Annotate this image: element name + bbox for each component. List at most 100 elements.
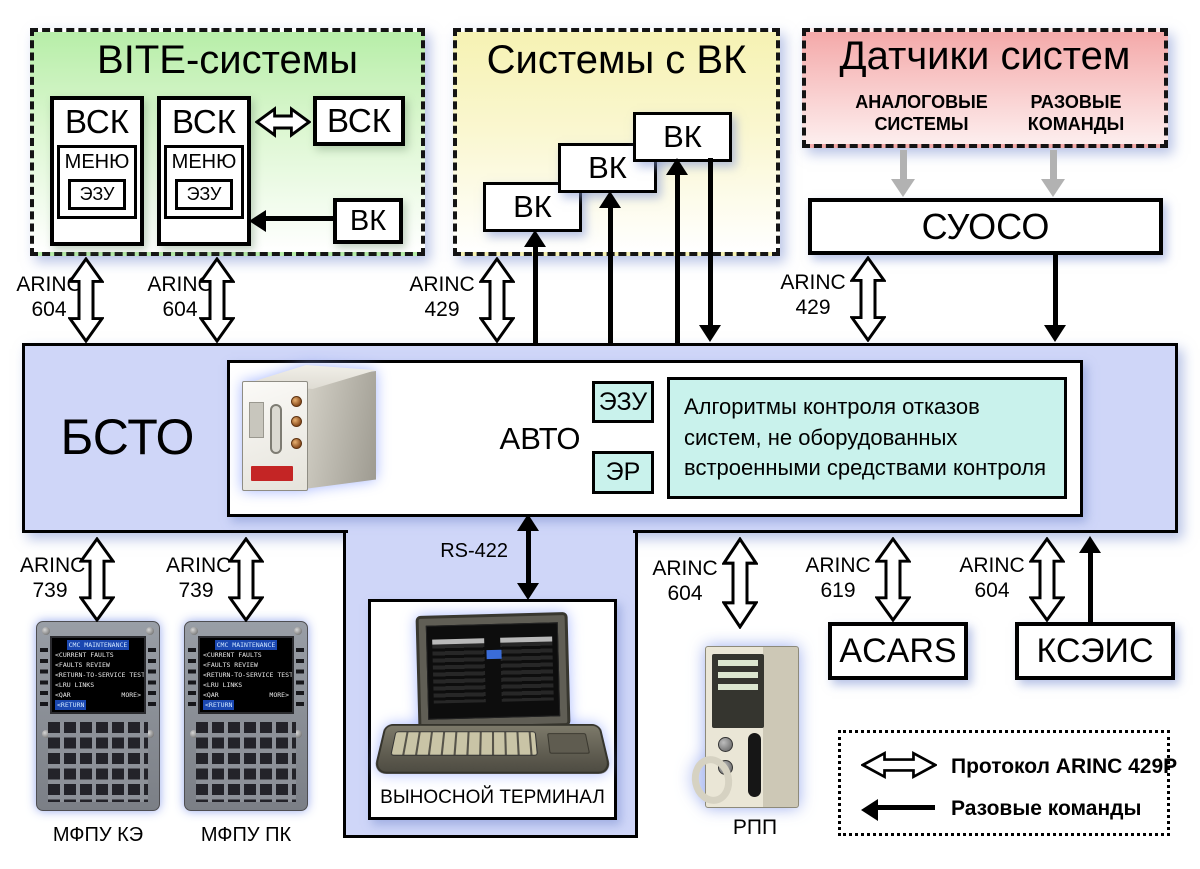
mcdu-screen-title: CMC MAINTENANCE	[214, 640, 278, 651]
arinc-739-label: ARINC 739	[20, 554, 86, 603]
menu-box: МЕНЮ ЭЗУ	[164, 144, 244, 219]
rs-422-label: RS-422	[440, 540, 508, 562]
rpp-knob	[718, 737, 733, 752]
discrete-arrowhead-icon	[666, 158, 688, 175]
discrete-commands-label: РАЗОВЫЕ КОМАНДЫ	[1027, 92, 1125, 134]
laptop-base	[373, 724, 612, 774]
terminal-box: ВЫНОСНОЙ ТЕРМИНАЛ	[368, 599, 617, 820]
avto-label: АВТО	[499, 421, 581, 456]
screw-icon	[146, 627, 154, 635]
mcdu-menu-line: <LRU LINKS	[55, 681, 95, 690]
discrete-arrowhead-icon	[1044, 325, 1066, 342]
screw-icon	[42, 627, 50, 635]
bite-title: BITE-системы	[97, 38, 358, 82]
gray-line	[1050, 150, 1057, 182]
mcdu-screen-title: CMC MAINTENANCE	[66, 640, 130, 651]
avto-device-image	[240, 365, 380, 497]
laptop-keyboard	[390, 731, 538, 756]
mcdu-menu-line: <CURRENT FAULTS	[55, 651, 114, 660]
menu-label: МЕНЮ	[171, 150, 237, 173]
bsto-title: БСТО	[60, 409, 195, 465]
er-box: ЭР	[592, 451, 654, 494]
arinc-double-arrow-icon	[875, 537, 911, 622]
discrete-arrowhead-icon	[517, 514, 539, 531]
laptop-highlight-button	[485, 649, 502, 660]
gray-line	[900, 150, 907, 182]
mcdu-menu-line: <RETURN-TO-SERVICE TEST	[55, 671, 146, 680]
legend-box: Протокол ARINC 429Р Разовые команды	[838, 730, 1177, 836]
discrete-line	[675, 173, 680, 343]
terminal-laptop-image	[373, 612, 612, 776]
vk-box-3: ВК	[633, 112, 732, 162]
suoso-box: СУОСО	[808, 198, 1163, 255]
mcdu-screen: CMC MAINTENANCE <CURRENT FAULTS <FAULTS …	[50, 636, 146, 714]
mcdu-more: MORE>	[121, 691, 141, 700]
arinc-429-label: ARINC 429	[409, 273, 475, 322]
laptop-trackpad	[547, 733, 591, 754]
screw-icon	[42, 730, 50, 738]
vsk-box-2: ВСК МЕНЮ ЭЗУ	[157, 96, 251, 246]
arinc-429-label: ARINC 429	[780, 271, 846, 320]
ezu-box: ЭЗУ	[592, 381, 654, 423]
lru-connector	[291, 396, 302, 407]
rpp-display-panel	[712, 654, 764, 728]
arinc-double-arrow-icon	[850, 256, 886, 342]
rpp-device	[687, 646, 807, 811]
mcdu-qar: <QAR	[55, 691, 71, 700]
sensors-block: Датчики систем АНАЛОГОВЫЕ СИСТЕМЫ РАЗОВЫ…	[802, 28, 1168, 148]
kseis-box: КСЭИС	[1015, 622, 1175, 680]
mfpu-pk-device: CMC MAINTENANCE <CURRENT FAULTS <FAULTS …	[184, 621, 308, 811]
arinc-619-label: ARINC 619	[805, 554, 871, 603]
mcdu-menu-line: <CURRENT FAULTS	[203, 651, 262, 660]
vsk-box-1: ВСК МЕНЮ ЭЗУ	[50, 96, 144, 246]
vsk-label: ВСК	[172, 103, 236, 140]
discrete-line	[1053, 255, 1058, 327]
bite-systems-block: BITE-системы ВСК МЕНЮ ЭЗУ ВСК МЕНЮ ЭЗУ В…	[30, 28, 425, 256]
laptop-table-right	[499, 636, 554, 703]
mcdu-menu-line: <FAULTS REVIEW	[55, 661, 110, 670]
arinc-double-arrow-icon	[255, 106, 311, 138]
mcdu-menu-line: <RETURN-TO-SERVICE TEST	[203, 671, 294, 680]
discrete-arrowhead-icon	[699, 325, 721, 342]
arinc-double-arrow-icon	[199, 257, 235, 343]
arinc-double-arrow-icon	[479, 257, 515, 343]
arinc-double-arrow-icon	[79, 537, 115, 622]
arinc-double-arrow-icon	[228, 537, 264, 622]
discrete-arrowhead-icon	[524, 230, 546, 247]
vsk-label: ВСК	[327, 101, 391, 139]
analog-systems-label: АНАЛОГОВЫЕ СИСТЕМЫ	[855, 92, 988, 134]
lru-connector	[291, 438, 302, 449]
arinc-604-label: ARINC 604	[16, 273, 82, 322]
mcdu-line-select-keys	[296, 648, 304, 708]
rpp-knob	[718, 760, 733, 775]
vk-systems-title: Системы с ВК	[486, 38, 747, 82]
lru-latch	[249, 402, 264, 438]
mcdu-line-select-keys	[148, 648, 156, 708]
discrete-line	[1088, 551, 1093, 622]
rpp-digit-display	[718, 672, 758, 678]
sensors-title: Датчики систем	[839, 34, 1131, 78]
screw-icon	[146, 730, 154, 738]
lru-red-label	[251, 466, 293, 481]
mcdu-menu-line: <QAR MORE>	[55, 690, 141, 700]
mcdu-qar: <QAR	[203, 691, 219, 700]
legend-discrete-label: Разовые команды	[951, 797, 1142, 820]
mcdu-return: <RETURN	[203, 700, 235, 711]
mcdu-keypad	[48, 722, 148, 802]
rpp-handle	[748, 733, 761, 797]
mcdu-menu-line: <QAR MORE>	[203, 690, 289, 700]
laptop-display	[425, 622, 561, 720]
gray-arrowhead-icon	[891, 179, 915, 197]
menu-label: МЕНЮ	[64, 150, 130, 173]
discrete-arrowhead-icon	[249, 210, 266, 232]
gray-arrowhead-icon	[1041, 179, 1065, 197]
mcdu-screen: CMC MAINTENANCE <CURRENT FAULTS <FAULTS …	[198, 636, 294, 714]
screw-icon	[294, 627, 302, 635]
vsk-box-3: ВСК	[313, 96, 405, 146]
screw-icon	[190, 730, 198, 738]
arinc-double-arrow-icon	[68, 257, 104, 343]
lru-front-face	[242, 381, 308, 491]
laptop-screen	[415, 612, 571, 730]
rpp-body	[705, 646, 799, 808]
arinc-604-label: ARINC 604	[652, 557, 718, 606]
